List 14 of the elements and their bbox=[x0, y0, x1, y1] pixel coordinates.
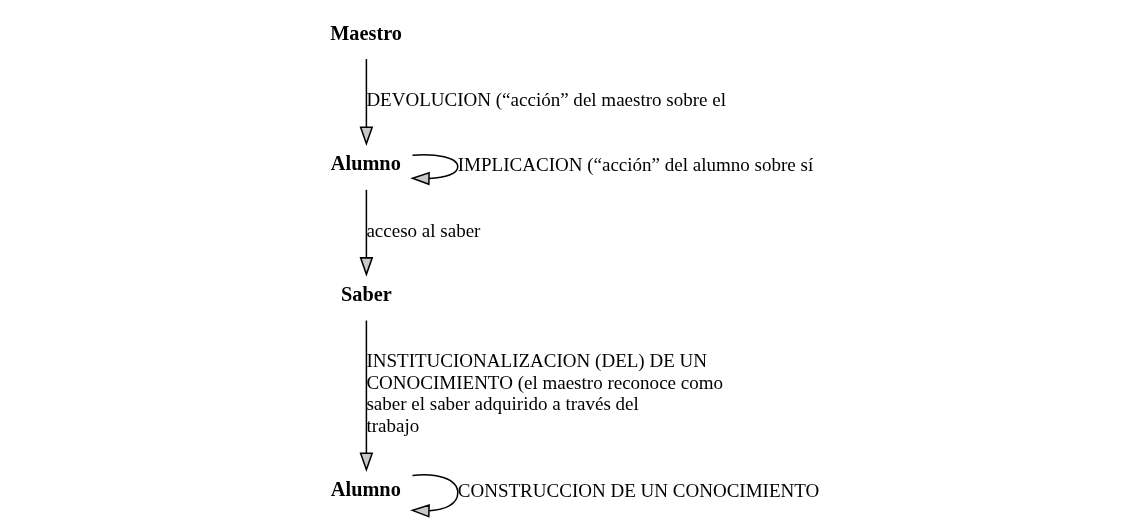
node-text: Saber bbox=[340, 283, 392, 306]
arrow bbox=[359, 319, 373, 472]
edge-label: CONSTRUCCION DE UN CONOCIMIENTO bbox=[457, 480, 819, 502]
node-text: Alumno bbox=[330, 478, 401, 501]
edge-label: DEVOLUCION (“acción” del maestro sobre el bbox=[365, 88, 726, 110]
arrow bbox=[359, 189, 373, 277]
node-text: Alumno bbox=[330, 152, 401, 175]
node-text: Maestro bbox=[329, 21, 402, 44]
edge-label: IMPLICACION (“acción” del alumno sobre sí bbox=[457, 154, 813, 176]
arrow bbox=[409, 474, 459, 518]
edge-label: acceso al saber bbox=[365, 219, 480, 241]
edge-label: INSTITUCIONALIZACION (DEL) DE UN CONOCIMIENTO (el maestro reconoce como saber el saber adquirido a través del trabajo bbox=[365, 350, 723, 437]
arrow bbox=[409, 154, 459, 186]
arrow bbox=[359, 58, 373, 146]
